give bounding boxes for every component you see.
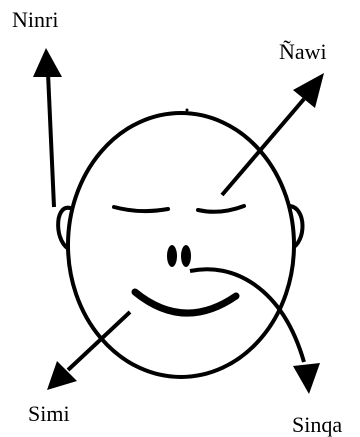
label-nawi: Ñawi [279,39,327,64]
arrowhead-nawi [293,73,324,108]
label-ninri: Ninri [12,7,58,32]
right-nostril [181,245,191,267]
label-sinqa: Sinqa [292,412,342,437]
label-simi: Simi [28,401,70,426]
arrowhead-ninri [33,48,62,77]
left-nostril [167,245,177,267]
arrow-ninri [48,73,54,207]
arrowhead-sinqa [293,363,320,394]
head-dot [186,109,189,112]
